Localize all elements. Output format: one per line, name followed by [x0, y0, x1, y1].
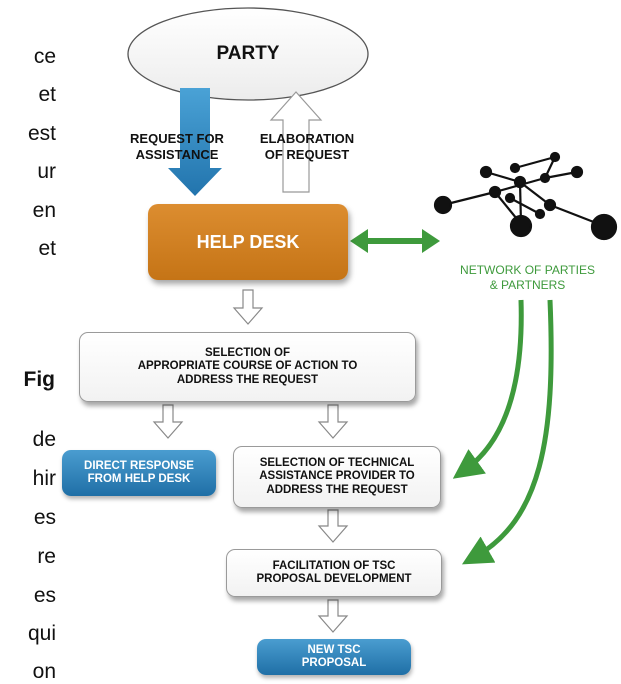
help-desk-label: HELP DESK [196, 231, 300, 252]
left-text-fragment: et [38, 237, 56, 260]
new-tsc-proposal-box: NEW TSC PROPOSAL [257, 639, 411, 675]
left-text-fragment: qui [27, 622, 56, 645]
request-arrow [168, 88, 222, 196]
left-text-fragment: re [37, 545, 56, 568]
left-text-fragment: est [27, 122, 56, 145]
left-text-fragment: es [33, 506, 56, 529]
left-text-fragment: et [38, 83, 56, 106]
facilitation-label: FACILITATION OF TSC PROPOSAL DEVELOPMENT [256, 559, 412, 585]
party-ellipse [127, 7, 369, 101]
elaboration-of-request-label: ELABORATION OF REQUEST [259, 131, 355, 162]
left-text-fragment: de [32, 428, 56, 451]
left-text-fragment: ce [33, 45, 56, 68]
figure-label: Fig [23, 368, 56, 391]
left-text-fragment: hir [32, 467, 56, 490]
down-arrow-5 [317, 599, 349, 633]
network-label: NETWORK OF PARTIES & PARTNERS [460, 263, 595, 292]
down-arrow-1 [232, 289, 264, 325]
party-label: PARTY [216, 43, 280, 65]
selection-of-provider-label: SELECTION OF TECHNICAL ASSISTANCE PROVID… [259, 457, 415, 496]
request-for-assistance-label: REQUEST FOR ASSISTANCE [130, 131, 224, 162]
left-text-fragment: es [33, 584, 56, 607]
selection-of-action-label: SELECTION OF APPROPRIATE COURSE OF ACTIO… [137, 347, 358, 386]
direct-response-box: DIRECT RESPONSE FROM HELP DESK [62, 450, 216, 496]
elaboration-arrow [269, 91, 323, 193]
network-arrow-to-provider [452, 299, 524, 479]
down-arrow-3 [317, 404, 349, 439]
help-desk-box: HELP DESK [148, 204, 348, 280]
network-graph-icon [433, 151, 618, 241]
direct-response-label: DIRECT RESPONSE FROM HELP DESK [84, 459, 194, 485]
left-text-fragment: en [32, 199, 56, 222]
facilitation-box: FACILITATION OF TSC PROPOSAL DEVELOPMENT [226, 549, 442, 597]
selection-of-action-box: SELECTION OF APPROPRIATE COURSE OF ACTIO… [79, 332, 416, 402]
left-text-fragment: ur [37, 160, 56, 183]
down-arrow-2 [152, 404, 184, 439]
down-arrow-4 [317, 509, 349, 543]
selection-of-provider-box: SELECTION OF TECHNICAL ASSISTANCE PROVID… [233, 446, 441, 508]
help-desk-network-arrow [350, 229, 440, 253]
new-tsc-proposal-label: NEW TSC PROPOSAL [301, 643, 367, 669]
network-arrow-to-facilitation [461, 299, 554, 565]
